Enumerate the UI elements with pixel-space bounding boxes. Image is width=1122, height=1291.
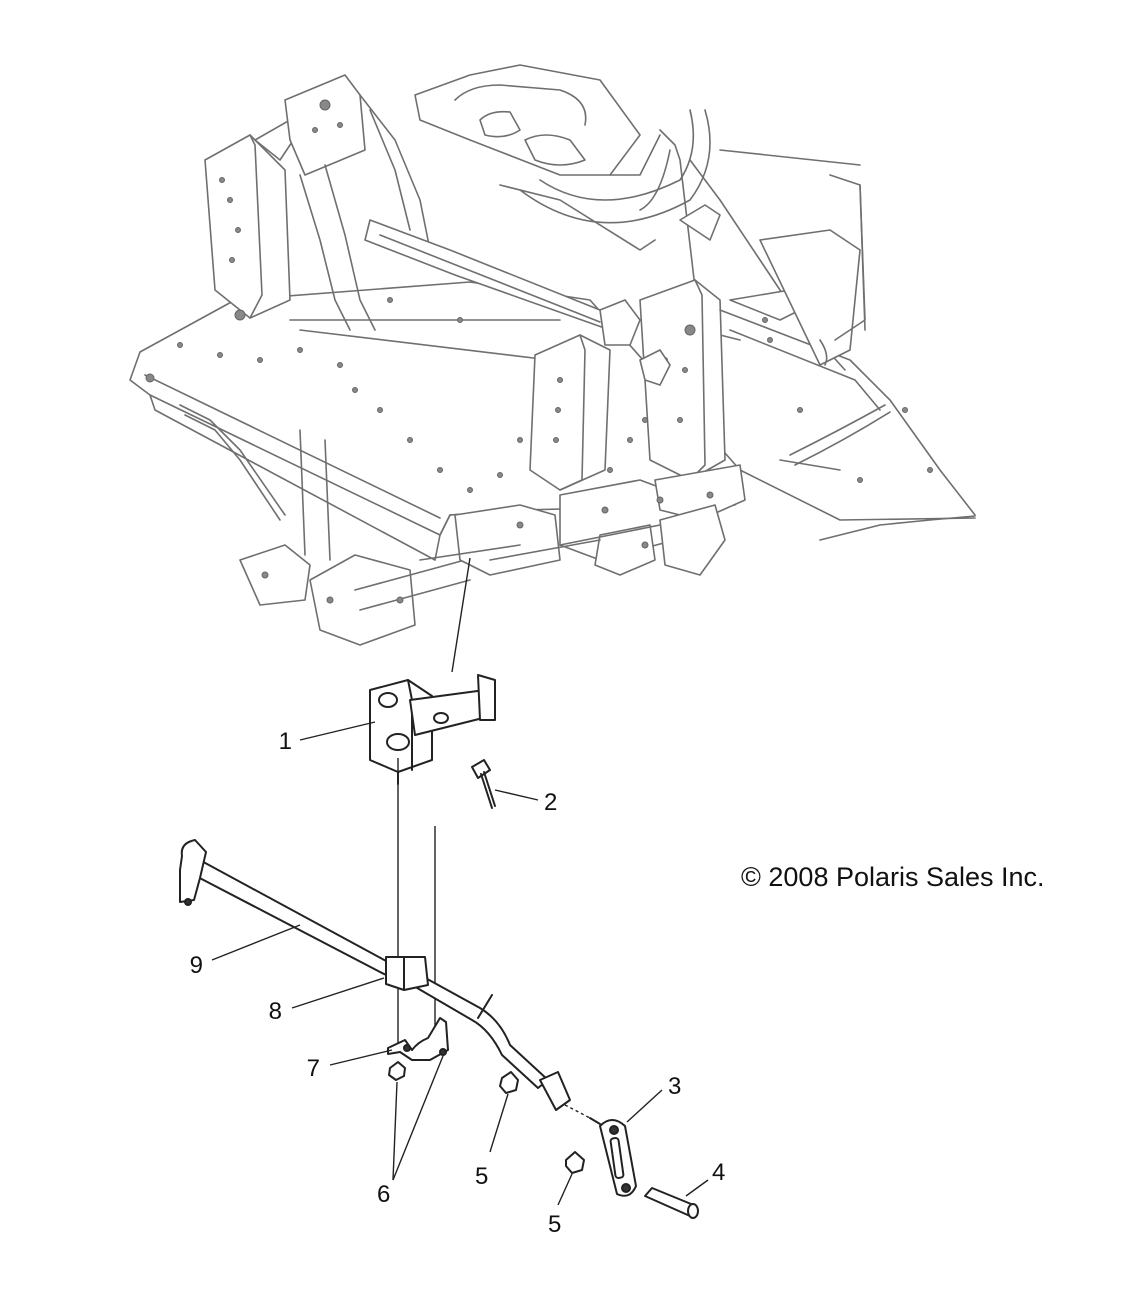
frame-top-console [414, 64, 641, 176]
frame-lower-left-mount [239, 544, 311, 606]
nut-pair [388, 1061, 406, 1081]
link-pin [644, 1187, 699, 1219]
mounting-bracket [369, 674, 496, 785]
bolt [471, 759, 496, 809]
nut-lower [565, 1151, 585, 1174]
frame-left-tower [204, 134, 291, 319]
vehicle-frame [129, 64, 976, 646]
frame-lower-center-mount [309, 554, 416, 646]
callout-label: 8 [269, 998, 282, 1025]
sway-bar-link [589, 1117, 637, 1197]
connector-line [564, 1104, 591, 1119]
callout-label: 6 [377, 1181, 390, 1208]
callout-label: 1 [279, 728, 292, 755]
callout-label: 7 [307, 1055, 320, 1082]
callout-leaders [211, 721, 709, 1206]
callout-label: 3 [668, 1073, 681, 1100]
callout-label: 5 [475, 1163, 488, 1190]
frame-rear-tower [284, 74, 366, 176]
copyright-text: © 2008 Polaris Sales Inc. [741, 862, 1045, 892]
mount-leader-frame [451, 557, 471, 673]
callout-label: 2 [544, 789, 557, 816]
nut-upper [499, 1071, 519, 1094]
clamp [387, 1017, 449, 1061]
callout-label: 4 [712, 1159, 725, 1186]
callout-label: 5 [548, 1211, 561, 1238]
callout-labels: 1 2 3 4 5 5 6 7 8 9 [190, 728, 726, 1238]
sway-bar [179, 839, 571, 1111]
frame-center-post [529, 334, 611, 491]
bushing [385, 956, 429, 991]
callout-label: 9 [190, 952, 203, 979]
